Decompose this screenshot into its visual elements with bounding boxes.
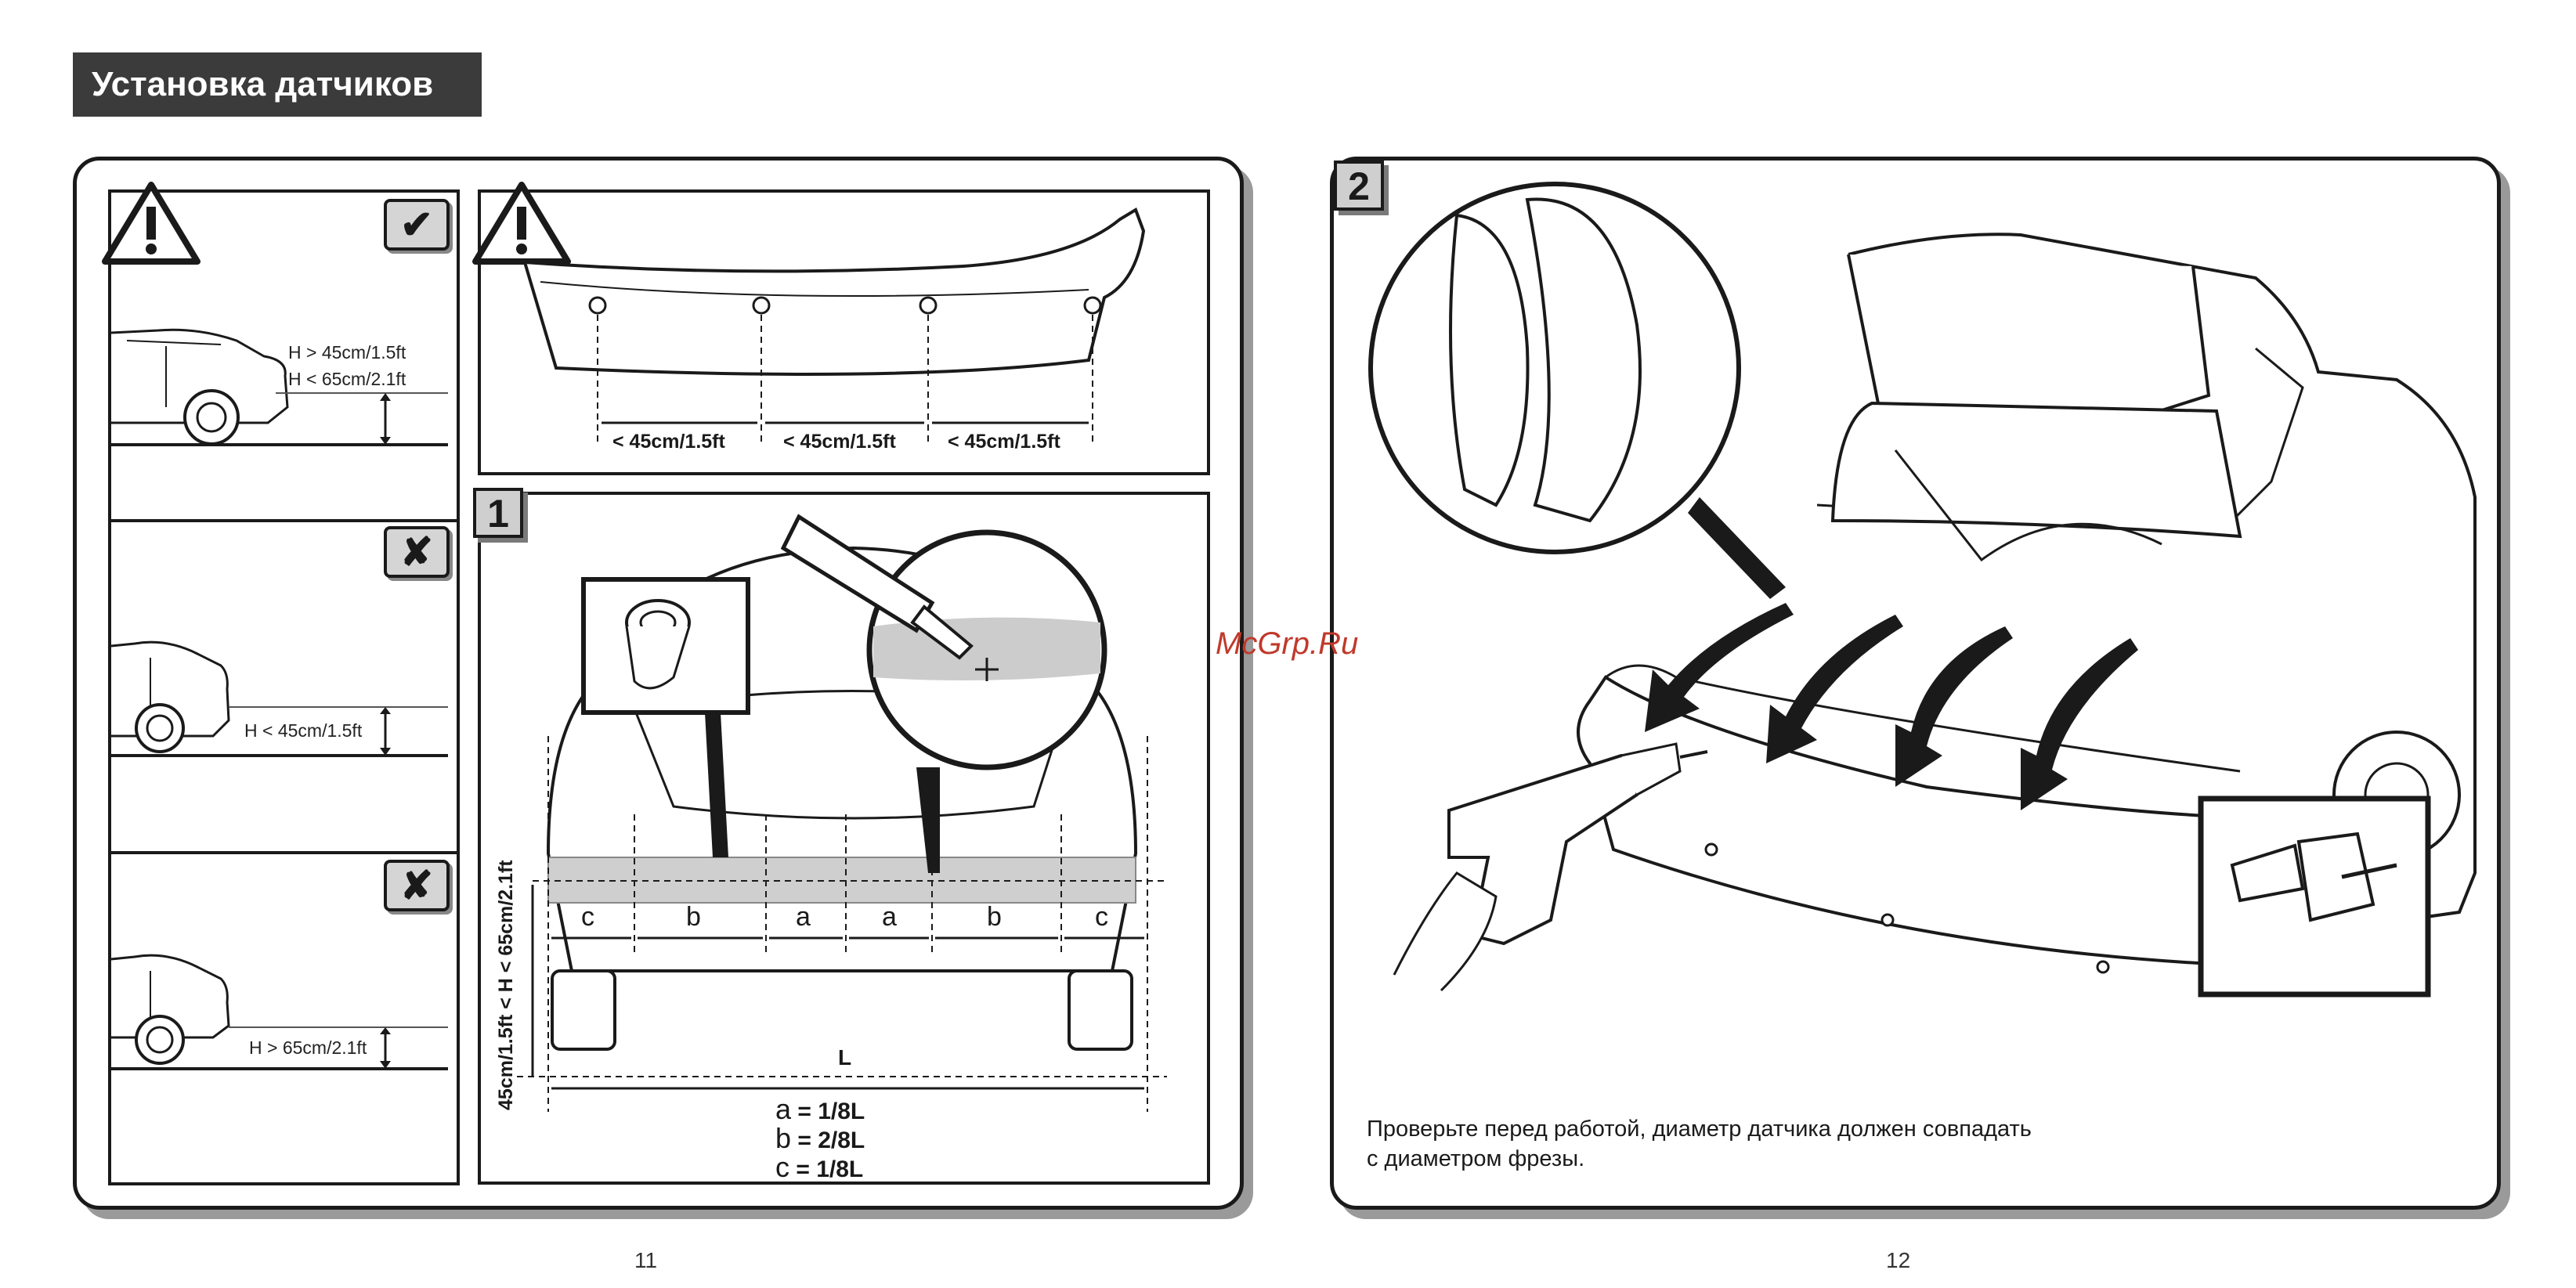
segment-label-a-right: a xyxy=(882,902,897,933)
height-low-label: H < 45cm/1.5ft xyxy=(244,720,362,741)
total-length-label: L xyxy=(838,1045,851,1070)
step1-number-badge: 1 xyxy=(473,488,523,538)
segment-label-b-left: b xyxy=(686,902,701,933)
car-trunk-drilling-illustration xyxy=(1378,168,2491,1030)
segment-label-c-left: c xyxy=(581,902,594,933)
mounting-height-range: 45cm/1.5ft < H < 65cm/2.1ft xyxy=(495,860,518,1110)
formula-a: a = 1/8L xyxy=(775,1095,865,1126)
car-side-low-illustration xyxy=(111,626,464,783)
height-high-label: H > 65cm/2.1ft xyxy=(249,1037,367,1059)
spacing-label-3: < 45cm/1.5ft xyxy=(948,431,1060,453)
formula-c-value: = 1/8L xyxy=(796,1156,863,1182)
car-side-ok-illustration xyxy=(111,313,464,470)
step2-caption-line2: с диаметром фрезы. xyxy=(1367,1143,1584,1174)
car-side-high-illustration xyxy=(111,940,464,1096)
cross-badge-icon: ✘ xyxy=(384,526,450,578)
formula-b: b = 2/8L xyxy=(775,1124,865,1155)
page-title: Установка датчиков xyxy=(73,52,482,117)
step2-caption-line1: Проверьте перед работой, диаметр датчика… xyxy=(1367,1113,2032,1145)
left-page-number: 11 xyxy=(634,1248,657,1273)
step2-number-badge: 2 xyxy=(1334,161,1384,211)
formula-a-value: = 1/8L xyxy=(797,1099,865,1124)
warning-icon xyxy=(100,180,202,266)
formula-c: c = 1/8L xyxy=(775,1153,863,1184)
height-ok-min: H > 45cm/1.5ft xyxy=(288,342,406,363)
formula-c-letter: c xyxy=(775,1151,789,1183)
right-page-number: 12 xyxy=(1886,1248,1910,1273)
rear-bumper-illustration xyxy=(509,204,1183,438)
segment-label-c-right: c xyxy=(1095,902,1108,933)
check-badge-icon: ✔ xyxy=(384,199,450,251)
formula-b-value: = 2/8L xyxy=(797,1127,865,1153)
spacing-label-1: < 45cm/1.5ft xyxy=(612,431,725,453)
segment-label-a-left: a xyxy=(796,902,811,933)
segment-label-b-right: b xyxy=(987,902,1002,933)
car-rear-marking-illustration xyxy=(517,517,1198,1167)
formula-b-letter: b xyxy=(775,1122,791,1154)
watermark: McGrp.Ru xyxy=(1216,626,1358,662)
formula-a-letter: a xyxy=(775,1093,791,1125)
cross-badge-icon: ✘ xyxy=(384,860,450,911)
height-ok-max: H < 65cm/2.1ft xyxy=(288,369,406,390)
spacing-label-2: < 45cm/1.5ft xyxy=(783,431,896,453)
